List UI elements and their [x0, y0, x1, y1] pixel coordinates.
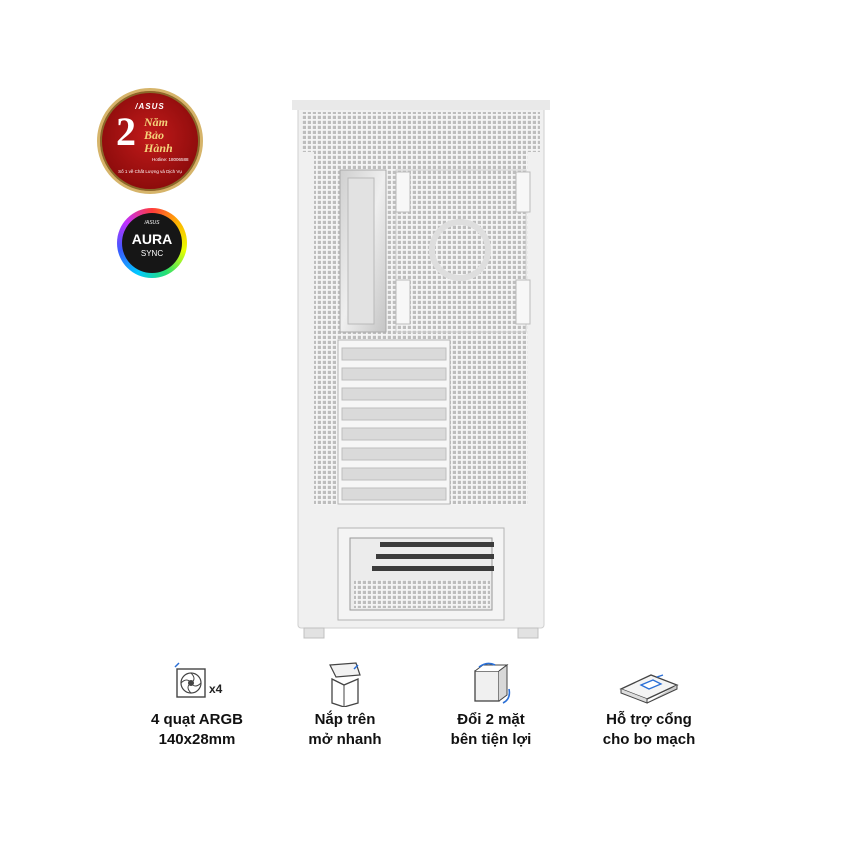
warranty-hotline: Hotline: 18006588 [152, 157, 189, 162]
feature-side-panel-line1: Đổi 2 mặt [457, 711, 525, 728]
motherboard-connector-icon [619, 673, 679, 704]
asus-logo: /ASUS [135, 102, 165, 111]
warranty-badge: /ASUS 2 Năm Bảo Hành Hotline: 18006588 S… [97, 88, 203, 194]
aura-subtitle: SYNC [140, 249, 164, 258]
warranty-ring-text: Số 1 về Chất Lượng và Dịch Vụ [118, 169, 182, 174]
open-top-panel-icon [329, 661, 361, 707]
feature-motherboard-line2: cho bo mạch [602, 731, 696, 748]
aura-asus-logo: /ASUS [144, 220, 160, 226]
warranty-years: 2 [116, 109, 136, 154]
aura-sync-badge: /ASUS AURA SYNC [117, 208, 187, 278]
fan-count-badge: x4 [209, 682, 223, 696]
feature-fans: x4 4 quạt ARGB 140x28mm [122, 655, 272, 750]
feature-top-panel: Nắp trên mở nhanh [270, 655, 420, 750]
feature-fans-line2: 140x28mm [158, 731, 236, 748]
feature-motherboard-line1: Hỗ trợ cổng [606, 711, 692, 728]
swap-side-panel-icon [474, 662, 511, 704]
feature-top-panel-line1: Nắp trên [314, 711, 376, 728]
feature-side-panel-line2: bên tiện lợi [450, 731, 532, 748]
aura-title: AURA [131, 231, 173, 247]
feature-top-panel-line2: mở nhanh [308, 731, 382, 748]
feature-fans-line1: 4 quạt ARGB [151, 711, 243, 728]
warranty-word-2: Bảo [144, 128, 165, 142]
fan-icon: x4 [174, 661, 223, 698]
warranty-word-1: Năm [144, 115, 168, 129]
pc-case-image [292, 100, 550, 639]
feature-side-panel: Đổi 2 mặt bên tiện lợi [416, 655, 566, 750]
warranty-word-3: Hành [144, 141, 173, 155]
feature-motherboard: Hỗ trợ cổng cho bo mạch [574, 655, 724, 750]
